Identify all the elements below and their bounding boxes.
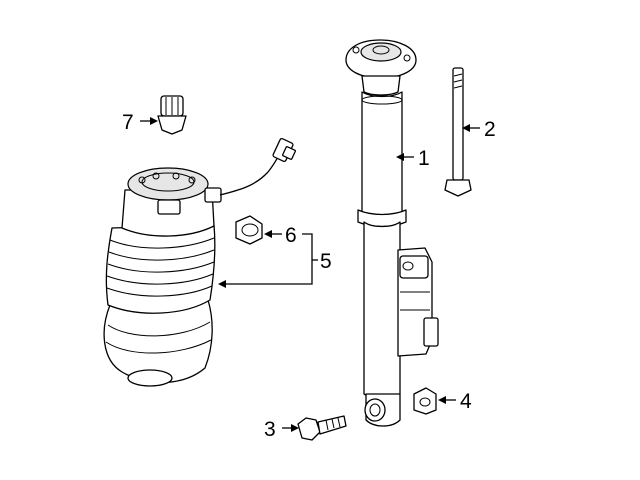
upper-bolt[interactable] (444, 67, 472, 197)
callout-4: 4 (460, 390, 472, 413)
callout-5: 5 (320, 250, 332, 273)
callout-1: 1 (418, 147, 430, 170)
air-spring-nut[interactable] (235, 215, 263, 245)
air-spring[interactable] (103, 137, 296, 387)
rear-shock-absorber[interactable] (345, 39, 439, 427)
callout-6: 6 (285, 224, 297, 247)
valve-fitting[interactable] (157, 95, 187, 135)
lower-bolt[interactable] (297, 415, 347, 441)
callout-7: 7 (122, 111, 134, 134)
callout-3: 3 (264, 418, 276, 441)
lower-nut[interactable] (413, 387, 437, 415)
callout-2: 2 (484, 118, 496, 141)
leader-lines (140, 117, 480, 432)
